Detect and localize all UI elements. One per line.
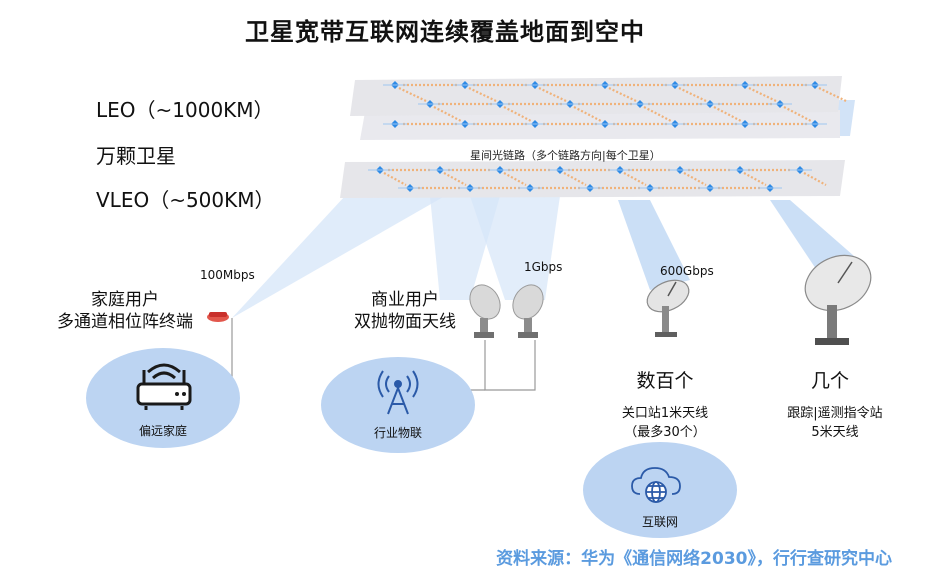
optical-link [468,87,497,102]
home-link-rate: 100Mbps [200,268,255,282]
beam-industry-right [470,196,560,300]
optical-link [443,172,467,186]
optical-link [538,87,567,102]
optical-link [608,87,637,102]
cloud-globe-icon [631,467,681,503]
industry-dish-left [469,284,501,338]
industry-circle-label: 行业物联 [373,426,422,440]
leo-panel-gray-lower [360,110,840,140]
vleo-orbit-plane [340,160,845,198]
inter-satellite-link-label: 星间光链路（多个链路方向|每个卫星） [470,149,661,162]
optical-link [563,172,587,186]
optical-link [678,87,707,102]
industry-user-type: 商业用户 [371,290,439,310]
optical-link [503,172,527,186]
optical-link [643,106,672,122]
industry-user-title: 商业用户 双抛物面天线 [330,289,480,333]
home-user-type: 家庭用户 [91,290,159,310]
source-citation: 资料来源：华为《通信网络2030》，行行查研究中心 [496,549,892,569]
leo-satellite-grid [383,81,847,128]
gateway-description: 关口站1米天线 （最多30个） [580,404,750,442]
home-terminal-type: 多通道相位阵终端 [57,312,193,332]
optical-link [713,106,742,122]
optical-link [818,87,847,102]
industry-link-rate: 1Gbps [524,260,563,274]
tracking-station-type: 跟踪|遥测指令站 [787,406,883,421]
constellation-size-label: 万颗卫星 [96,144,176,168]
industry-antenna-type: 双抛物面天线 [354,312,456,332]
industry-dish-right [512,284,544,338]
router-icon [136,363,192,410]
optical-link [748,87,777,102]
home-circle-label: 偏远家庭 [138,424,187,438]
vleo-satellite-grid [368,166,827,192]
optical-link [383,172,407,186]
gateway-dish-antenna [646,279,690,337]
leo-panel-gray-upper [350,76,842,116]
beam-home [232,196,445,318]
gateway-max-count: （最多30个） [624,425,706,440]
optical-link [398,87,427,102]
optical-link [783,106,812,122]
gateway-antenna-spec: 关口站1米天线 [621,406,709,421]
tracking-description: 跟踪|遥测指令站 5米天线 [760,404,910,442]
page-title: 卫星宽带互联网连续覆盖地面到空中 [245,18,645,46]
broadcast-tower-icon [377,370,419,415]
optical-link [573,106,602,122]
gateway-link-rate: 600Gbps [660,264,714,278]
vleo-orbit-label: VLEO（~500KM） [96,188,275,212]
optical-link [743,172,767,186]
optical-link [803,172,827,186]
optical-link [433,106,462,122]
internet-circle-label: 互联网 [641,515,678,529]
tracking-station-count: 几个 [810,370,849,392]
tracking-dish-antenna [804,254,872,345]
leo-orbit-label: LEO（~1000KM） [96,98,274,122]
optical-link [503,106,532,122]
beam-gateway [618,200,690,290]
home-user-title: 家庭用户 多通道相位阵终端 [30,289,220,333]
optical-link [623,172,647,186]
gateway-count: 数百个 [636,370,694,392]
optical-link [683,172,707,186]
vleo-panel-gray [340,160,845,198]
industry-cable [484,340,536,391]
tracking-antenna-spec: 5米天线 [811,425,859,440]
beams [232,196,870,318]
home-phased-array-terminal [207,312,229,322]
